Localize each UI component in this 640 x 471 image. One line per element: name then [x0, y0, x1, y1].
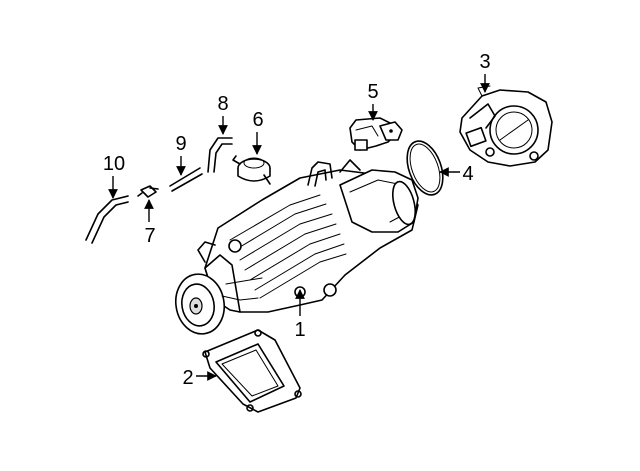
supercharger-assembly[interactable]: [171, 159, 419, 338]
leader-lines: [108, 74, 490, 381]
map-sensor[interactable]: [349, 117, 403, 151]
o-ring-seal[interactable]: [400, 136, 449, 200]
vacuum-hose-short[interactable]: [169, 167, 203, 192]
callout-4: 4: [462, 163, 473, 185]
callout-labels: 1 2 3 4 5 6 7 8 9 10: [103, 51, 491, 389]
callout-6: 6: [252, 109, 263, 131]
check-valve[interactable]: [137, 185, 159, 198]
callout-7: 7: [144, 225, 155, 247]
callout-1: 1: [294, 319, 305, 341]
vacuum-hose-bent[interactable]: [207, 137, 233, 173]
callout-9: 9: [175, 133, 186, 155]
vacuum-actuator[interactable]: [232, 155, 271, 185]
callout-10: 10: [103, 153, 125, 175]
callout-2: 2: [182, 367, 193, 389]
vacuum-hose-long[interactable]: [85, 195, 129, 244]
callout-8: 8: [217, 93, 228, 115]
throttle-body[interactable]: [459, 85, 553, 167]
callout-3: 3: [479, 51, 490, 73]
callout-5: 5: [367, 81, 378, 103]
gasket[interactable]: [202, 329, 302, 413]
